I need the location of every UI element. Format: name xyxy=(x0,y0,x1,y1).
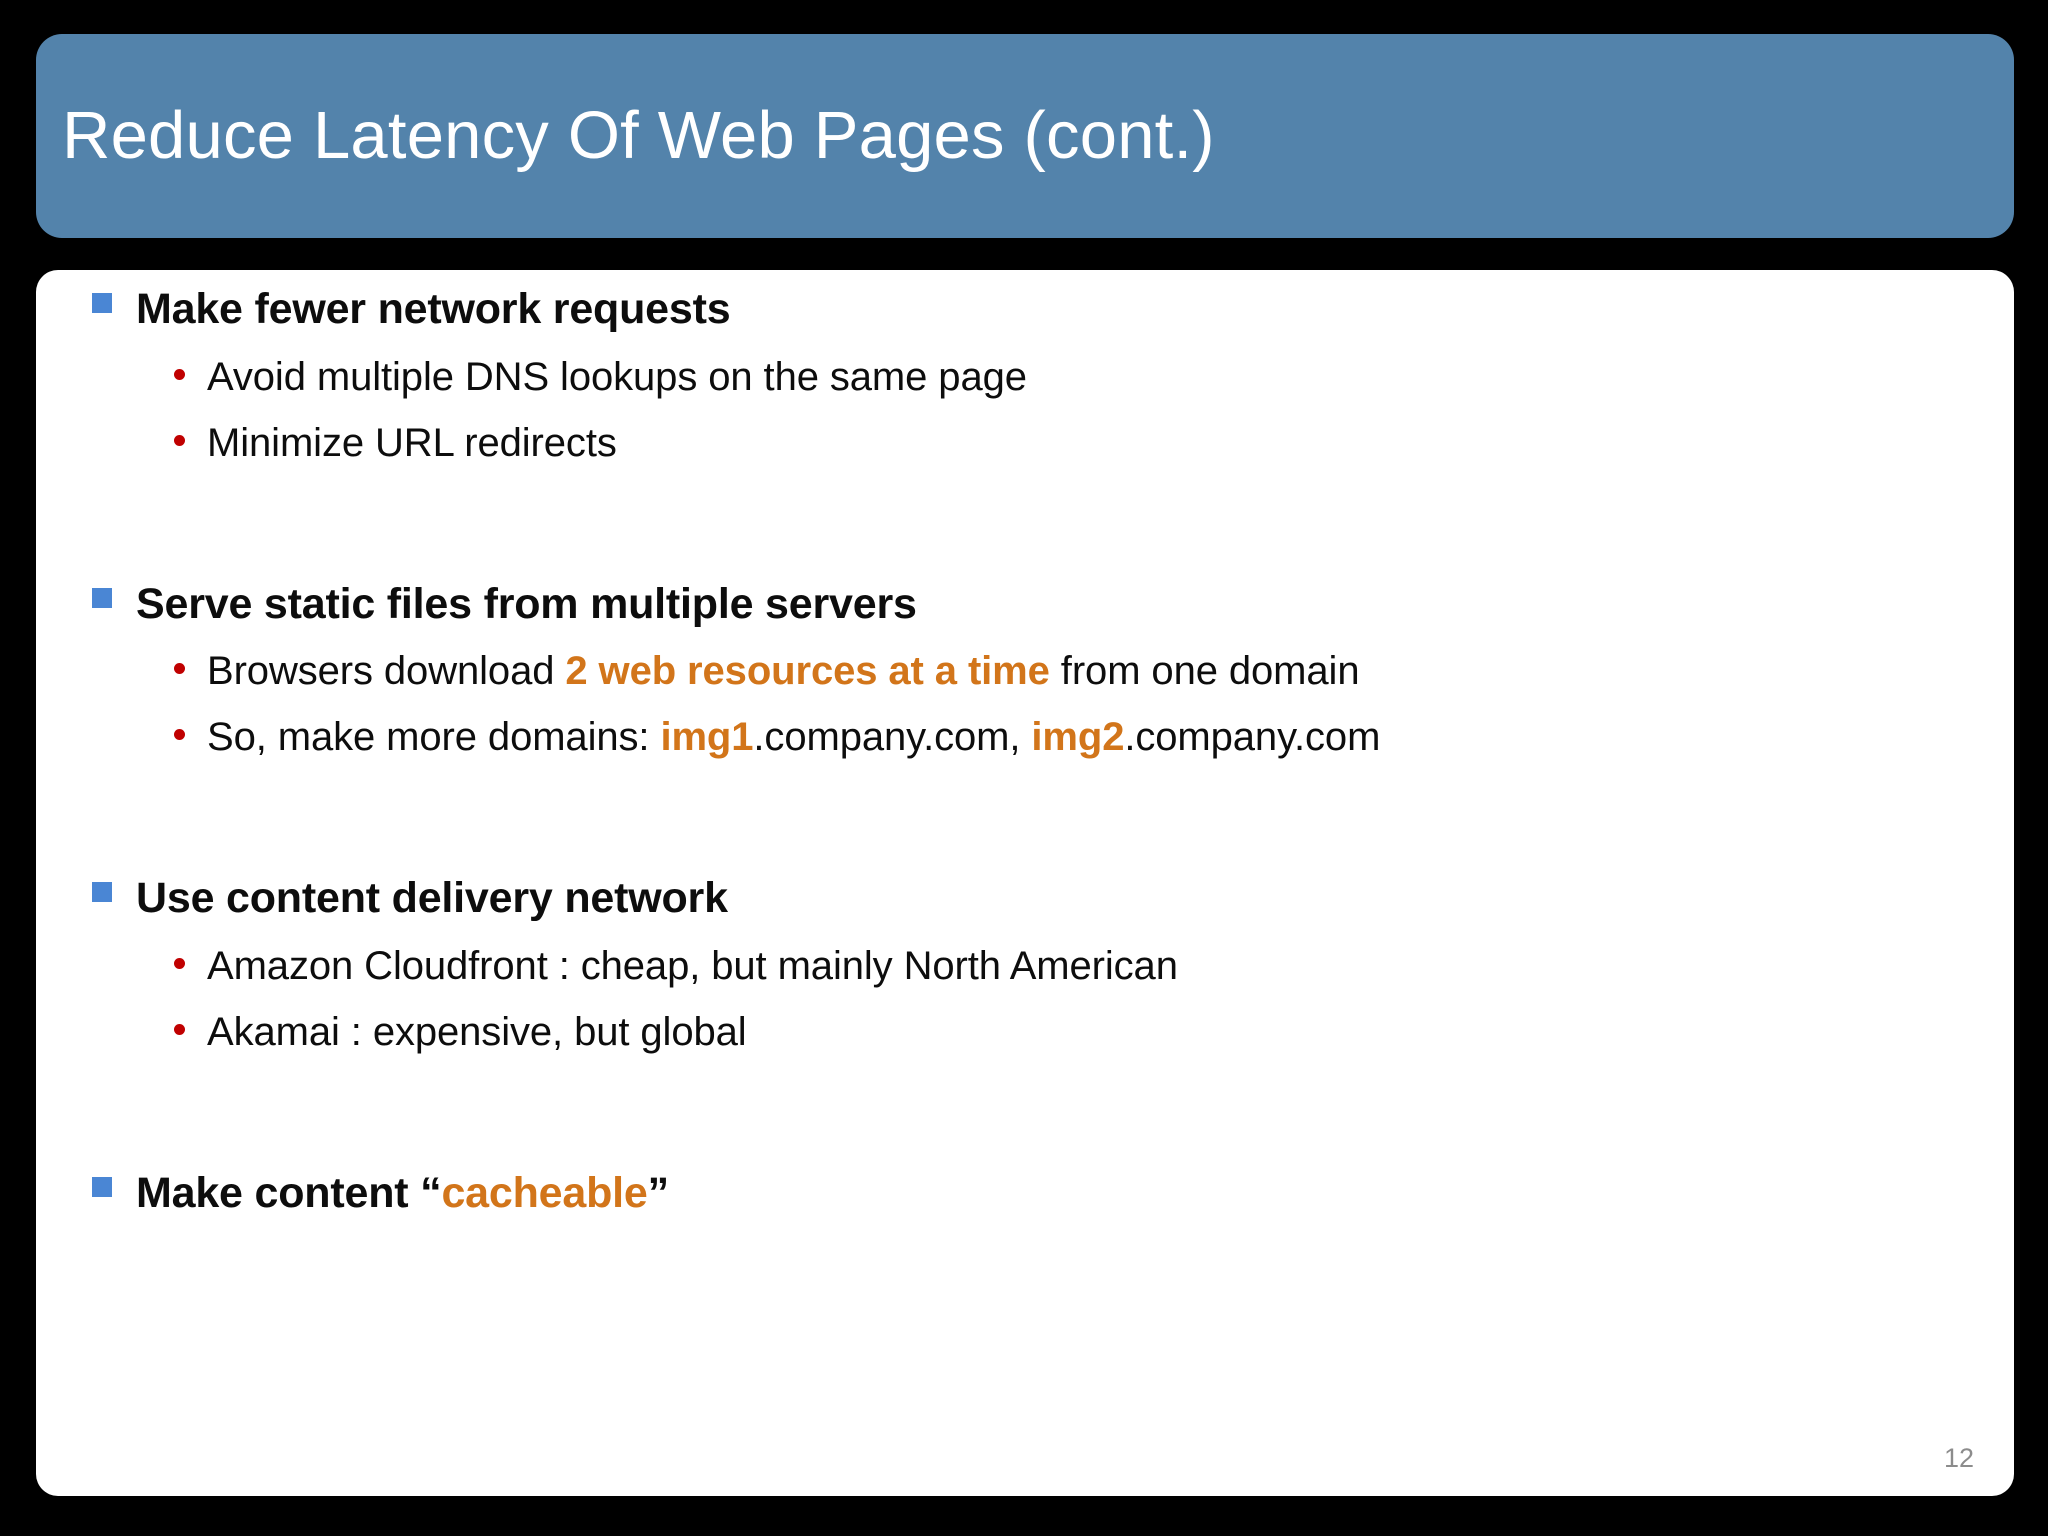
square-bullet-icon xyxy=(92,587,112,608)
text-run: Browsers download xyxy=(207,649,566,694)
square-bullet-icon xyxy=(92,882,112,903)
text-run: Minimize URL redirects xyxy=(207,420,617,465)
slide-title: Reduce Latency Of Web Pages (cont.) xyxy=(62,98,1215,174)
highlighted-text: img2 xyxy=(1031,715,1125,760)
text-run: Make fewer network requests xyxy=(136,285,731,333)
highlighted-text: img1 xyxy=(660,715,754,760)
text-run: Avoid multiple DNS lookups on the same p… xyxy=(207,354,1027,399)
text-run: Make content “ xyxy=(136,1169,442,1218)
bullet-level2-label: Amazon Cloudfront : cheap, but mainly No… xyxy=(207,942,1178,990)
dot-bullet-icon xyxy=(174,434,185,446)
bullet-level2-label: Minimize URL redirects xyxy=(207,419,617,467)
text-run: Amazon Cloudfront : cheap, but mainly No… xyxy=(207,944,1178,989)
square-bullet-icon xyxy=(92,1177,112,1198)
dot-bullet-icon xyxy=(174,663,185,675)
bullet-group: Make content “cacheable” xyxy=(36,1168,2014,1219)
bullet-level1[interactable]: Use content delivery network xyxy=(36,873,2014,924)
bullet-group: Serve static files from multiple servers… xyxy=(36,579,2014,762)
dot-bullet-icon xyxy=(174,1024,185,1036)
slide-title-bar: Reduce Latency Of Web Pages (cont.) xyxy=(36,34,2014,238)
bullet-level2[interactable]: Amazon Cloudfront : cheap, but mainly No… xyxy=(36,942,2014,990)
text-run: .company.com xyxy=(1124,715,1381,760)
highlighted-text: cacheable xyxy=(441,1169,648,1218)
bullet-level1[interactable]: Serve static files from multiple servers xyxy=(36,579,2014,630)
bullet-level1-label: Make fewer network requests xyxy=(136,284,731,335)
bullet-level2-label: So, make more domains: img1.company.com,… xyxy=(207,713,1380,761)
bullet-level1-label: Make content “cacheable” xyxy=(136,1168,669,1219)
dot-bullet-icon xyxy=(174,729,185,741)
highlighted-text: 2 web resources at a time xyxy=(565,649,1050,694)
text-run: Serve static files from multiple servers xyxy=(136,579,917,628)
text-run: .company.com, xyxy=(753,715,1032,760)
text-run: Akamai : expensive, but global xyxy=(207,1010,747,1055)
bullet-level2-label: Browsers download 2 web resources at a t… xyxy=(207,647,1360,695)
bullet-level1[interactable]: Make fewer network requests xyxy=(36,284,2014,335)
dot-bullet-icon xyxy=(174,368,185,380)
text-run: ” xyxy=(647,1169,670,1218)
bullet-level1-label: Serve static files from multiple servers xyxy=(136,579,917,630)
bullet-level2-label: Avoid multiple DNS lookups on the same p… xyxy=(207,353,1027,401)
bullet-level1[interactable]: Make content “cacheable” xyxy=(36,1168,2014,1219)
bullet-level2[interactable]: Avoid multiple DNS lookups on the same p… xyxy=(36,353,2014,401)
text-run: So, make more domains: xyxy=(207,715,661,760)
bullet-level2[interactable]: Minimize URL redirects xyxy=(36,419,2014,467)
square-bullet-icon xyxy=(92,293,112,313)
bullet-level2[interactable]: Akamai : expensive, but global xyxy=(36,1008,2014,1056)
dot-bullet-icon xyxy=(174,958,185,970)
bullet-level2-label: Akamai : expensive, but global xyxy=(207,1008,747,1056)
page-number: 12 xyxy=(1943,1443,1974,1473)
text-run: from one domain xyxy=(1049,649,1360,694)
text-run: Use content delivery network xyxy=(136,874,728,923)
bullet-level1-label: Use content delivery network xyxy=(136,873,728,924)
bullet-level2[interactable]: Browsers download 2 web resources at a t… xyxy=(36,647,2014,695)
bullet-level2[interactable]: So, make more domains: img1.company.com,… xyxy=(36,713,2014,761)
